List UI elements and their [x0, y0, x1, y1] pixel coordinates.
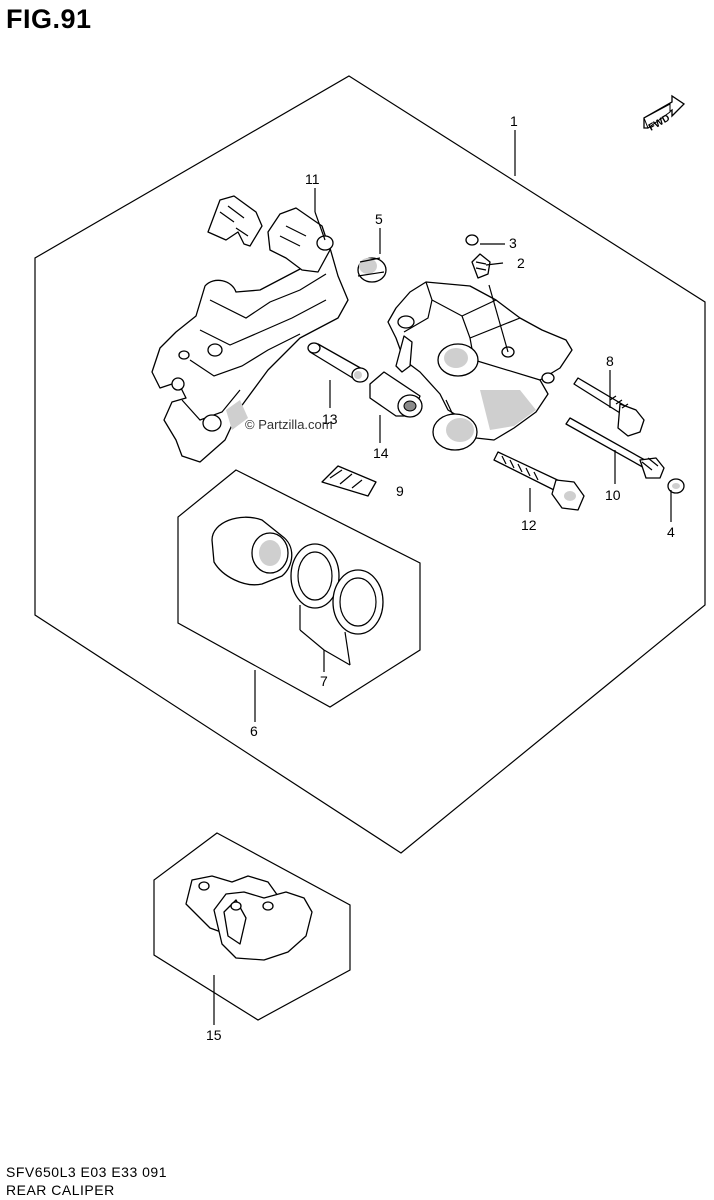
caliper-piston — [432, 413, 478, 451]
piston-part — [211, 516, 293, 586]
figure-title: FIG.91 — [6, 4, 92, 34]
assembly-outline — [34, 75, 706, 854]
callout-5: 5 — [375, 211, 383, 227]
bushing-part — [369, 371, 423, 418]
brake-pad-front — [213, 891, 313, 961]
caliper-bracket — [151, 239, 349, 463]
callout-2: 2 — [517, 255, 525, 271]
piston-seal-2 — [332, 569, 384, 635]
pin-bolt-lower — [565, 417, 665, 479]
caliper-housing — [387, 281, 573, 441]
watermark-text: © Partzilla.com — [245, 417, 333, 432]
callout-10: 10 — [605, 487, 621, 503]
pad-spring-clip — [207, 195, 334, 273]
pin-cap — [667, 478, 685, 494]
callout-1: 1 — [510, 113, 518, 129]
sleeve-part — [307, 342, 369, 383]
callout-12: 12 — [521, 517, 537, 533]
bleeder-cap — [465, 234, 479, 246]
piston-seal-1 — [290, 543, 340, 609]
bleeder-valve — [471, 253, 491, 279]
leader-lines — [213, 130, 672, 1025]
callout-11: 11 — [305, 171, 320, 187]
fwd-arrow-icon: FWD — [643, 94, 686, 134]
callout-3: 3 — [509, 235, 517, 251]
callout-14: 14 — [373, 445, 389, 461]
callout-6: 6 — [250, 723, 258, 739]
callout-15: 15 — [206, 1027, 222, 1043]
diagram-name: REAR CALIPER — [6, 1182, 115, 1198]
pad-set-outline — [153, 832, 351, 1021]
pad-shim — [321, 465, 377, 497]
callout-4: 4 — [667, 524, 675, 540]
mounting-bolt — [493, 451, 585, 511]
piston-kit-outline — [177, 469, 421, 708]
callout-7: 7 — [320, 673, 328, 689]
boot-part — [357, 257, 387, 283]
pin-bolt-upper — [573, 377, 645, 437]
callout-9: 9 — [396, 483, 404, 499]
callout-8: 8 — [606, 353, 614, 369]
diagram-code: SFV650L3 E03 E33 091 — [6, 1164, 168, 1180]
callout-13: 13 — [322, 411, 338, 427]
